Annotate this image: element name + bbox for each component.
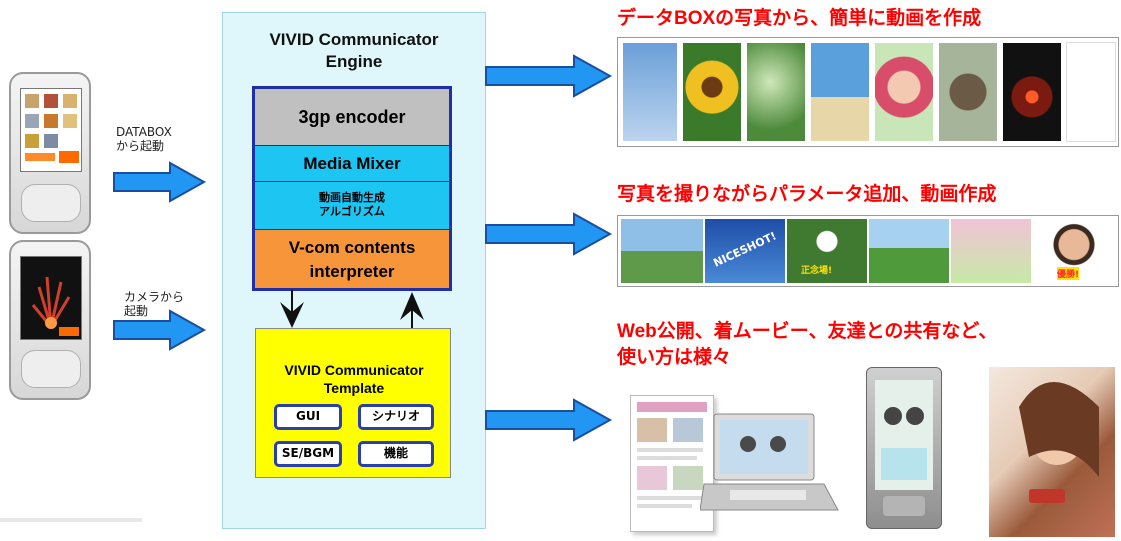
thumb-leaves: [746, 42, 806, 142]
phone-camera-screen: [20, 256, 82, 340]
engine-title: VIVID Communicator Engine: [269, 30, 439, 71]
heading-databox-movie: データBOXの写真から、簡単に動画を作成: [617, 8, 982, 29]
thumb-niceshot: NICESHOT!: [704, 218, 786, 284]
arrow-camera: [113, 309, 207, 351]
fireworks-image: [31, 276, 79, 336]
thumb-child: [874, 42, 934, 142]
caption-yusho: 優勝!: [1057, 267, 1080, 280]
laptop-mockup: [699, 410, 840, 520]
template-feature-button[interactable]: 機能: [358, 441, 434, 467]
arrow-databox: [113, 161, 207, 203]
arrow-output-1: [485, 54, 613, 98]
photo-strip-shoot: NICESHOT! 正念場! 優勝!: [617, 215, 1119, 287]
thumb-celebrate: [950, 218, 1032, 284]
layer-algorithm: 動画自動生成 アルゴリズム: [255, 181, 449, 229]
woman-photo: [989, 367, 1115, 537]
thumb-winner: 優勝!: [1032, 218, 1116, 284]
phone-databox-screen: [20, 88, 82, 172]
layer-media-mixer: Media Mixer: [255, 145, 449, 181]
connector-arrows: [280, 290, 424, 332]
web-page-mockup: [630, 395, 714, 532]
template-sebgm-button[interactable]: SE/BGM: [274, 441, 342, 467]
template-box: VIVID Communicator Template GUI シナリオ SE/…: [255, 328, 451, 478]
template-gui-button[interactable]: GUI: [274, 404, 342, 430]
phone-camera: [9, 240, 91, 400]
label-camera: カメラから 起動: [124, 290, 185, 318]
label-databox: DATABOX から起動: [116, 125, 172, 153]
template-title: VIVID Communicator Template: [284, 362, 424, 396]
web-page-graphic: [637, 402, 707, 508]
heading-shoot-params: 写真を撮りながらパラメータ追加、動画作成: [617, 184, 997, 205]
thumb-golfball: 正念場!: [786, 218, 868, 284]
phone-databox: [9, 72, 91, 234]
engine-stack: 3gp encoder Media Mixer 動画自動生成 アルゴリズム V-…: [252, 86, 452, 291]
thumb-fireworks: [1002, 42, 1062, 142]
laptop-graphic: [699, 413, 839, 511]
arrow-output-2: [485, 212, 613, 256]
woman-graphic: [1019, 382, 1099, 503]
layer-interpreter: V-com contents interpreter: [255, 229, 449, 288]
phone-databox-keypad: [21, 184, 81, 222]
arrow-output-3: [485, 398, 613, 442]
bottom-left-mark: [0, 518, 142, 522]
handset-mockup: [866, 367, 942, 529]
template-scenario-button[interactable]: シナリオ: [358, 404, 434, 430]
caption-niceshot: NICESHOT!: [711, 229, 779, 270]
databox-icons: [25, 94, 79, 163]
thumb-end-card: [1066, 42, 1116, 142]
thumb-golf-intro: [620, 218, 704, 284]
photo-strip-databox: [617, 37, 1119, 147]
thumb-beach: [810, 42, 870, 142]
thumb-golfer: [868, 218, 950, 284]
thumb-sunflower: [682, 42, 742, 142]
heading-usage: Web公開、着ムービー、友達との共有など、 使い方は様々: [617, 321, 998, 368]
caption-seikai: 正念場!: [801, 266, 833, 276]
phone-camera-keypad: [21, 350, 81, 388]
layer-3gp-encoder: 3gp encoder: [255, 89, 449, 145]
thumb-beetle: [938, 42, 998, 142]
handset-graphic: [875, 380, 933, 516]
thumb-title-card: [622, 42, 678, 142]
